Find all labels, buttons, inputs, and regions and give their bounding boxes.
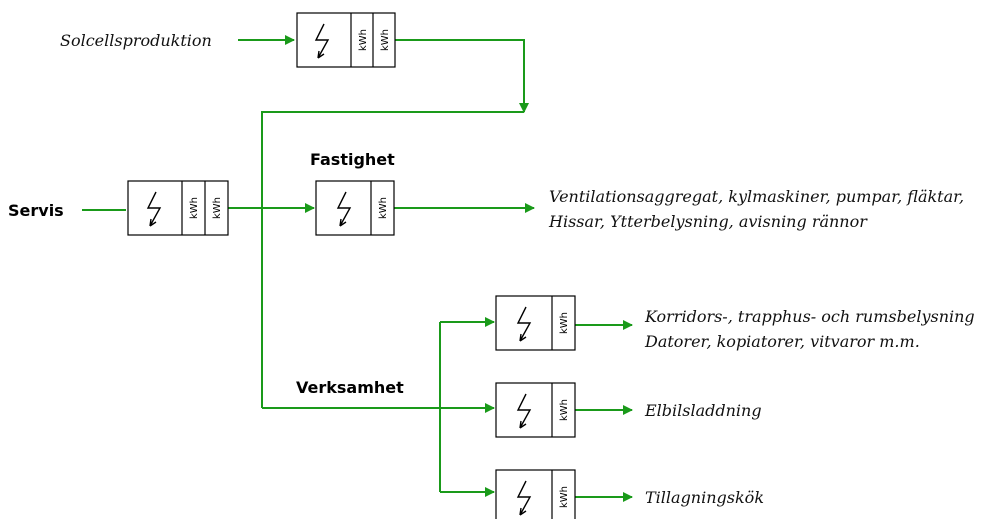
meter-unit: kWh [559, 486, 570, 508]
meter-unit: kWh [559, 399, 570, 421]
solar-meter: kWh kWh [296, 12, 396, 68]
verk1-load-line1: Korridors-, trapphus- och rumsbelysning [644, 307, 975, 326]
meter-symbol-icon [146, 191, 162, 227]
meter-symbol-icon [516, 306, 532, 342]
meter-unit: kWh [189, 197, 200, 219]
verk1-meter: kWh [495, 295, 576, 351]
fastighet-label: Fastighet [310, 150, 395, 169]
verk2-meter: kWh [495, 382, 576, 438]
meter-unit: kWh [559, 312, 570, 334]
meter-symbol-icon [336, 191, 352, 227]
meter-unit: kWh [378, 197, 389, 219]
solar-output-wire [395, 39, 529, 113]
fastighet-meter: kWh [315, 180, 395, 236]
meter-unit: kWh [212, 197, 223, 219]
verk3-load-label: Tillagningskök [645, 488, 764, 507]
fastighet-load-line2: Hissar, Ytterbelysning, avisning rännor [548, 212, 868, 231]
servis-meter: kWh kWh [127, 180, 229, 236]
meter-unit: kWh [358, 29, 369, 51]
meter-unit: kWh [380, 29, 391, 51]
main-vertical-bus [261, 111, 524, 408]
solar-label: Solcellsproduktion [60, 31, 212, 50]
servis-label: Servis [8, 201, 64, 220]
fastighet-load-line1: Ventilationsaggregat, kylmaskiner, pumpa… [549, 187, 964, 206]
verk1-load-line2: Datorer, kopiatorer, vitvaror m.m. [644, 332, 920, 351]
verksamhet-label: Verksamhet [296, 378, 404, 397]
meter-symbol-icon [314, 23, 330, 59]
meter-symbol-icon [516, 480, 532, 516]
meter-symbol-icon [516, 393, 532, 429]
verk3-meter: kWh [495, 469, 576, 519]
verk2-load-label: Elbilsladdning [644, 401, 762, 420]
